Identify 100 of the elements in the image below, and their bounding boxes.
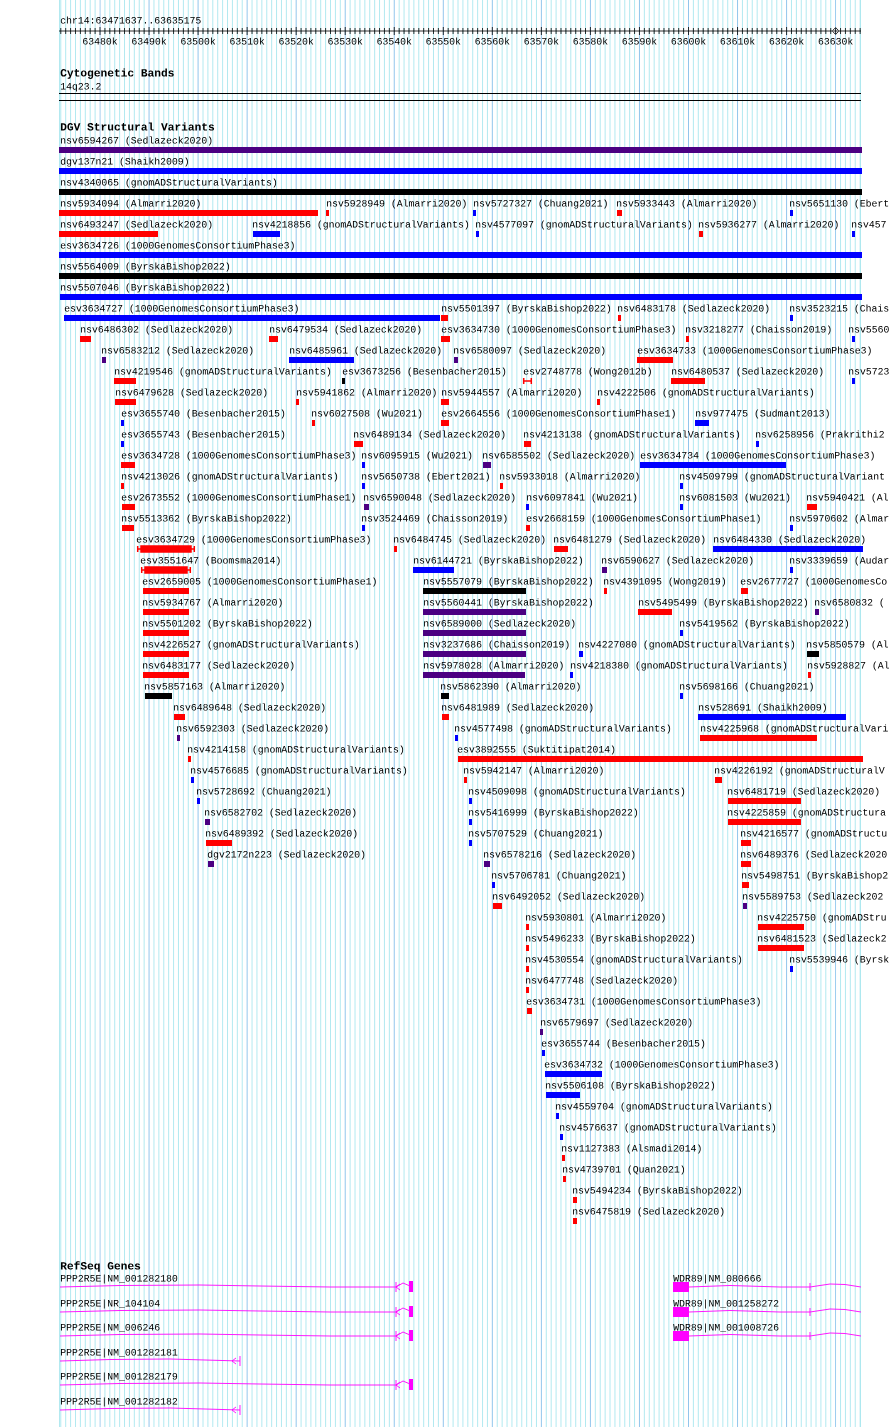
feature-label: nsv6585502 (Sedlazeck2020) [483,451,634,461]
feature-label: nsv6493247 (Sedlazeck2020) [61,220,212,230]
feature-label: nsv6477748 (Sedlazeck2020) [526,976,677,986]
feature-label: nsv6594267 (Sedlazeck2020) [61,136,212,146]
feature-label: nsv528691 (Shaikh2009) [699,703,826,713]
feature-label: nsv457 [852,221,886,228]
tick-label: 63520k [279,37,314,45]
feature-label: nsv4213026 (gnomADStructuralVariants) [122,472,338,482]
feature-label: nsv6590048 (Sedlazeck2020) [364,493,515,503]
gene-label: PPP2R5E|NM_001282179 [60,1372,178,1382]
feature-label: esv3634733 (1000GenomesConsortiumPhase3) [637,346,871,356]
feature-label: nsv6481523 (Sedlazeck2 [758,934,886,944]
feature-label: nsv1127383 (Alsmadi2014) [562,1144,701,1154]
feature-label: nsv5850579 (Al [807,640,888,650]
feature-label: nsv6483178 (Sedlazeck2020) [618,304,769,314]
feature-label: nsv5416999 (ByrskaBishop2022) [469,808,638,818]
feature-label: esv3551647 (Boomsma2014) [140,556,280,566]
feature-label: nsv4509098 (gnomADStructuralVariants) [469,787,685,797]
feature-label: nsv6483177 (Sedlazeck2020) [143,661,294,671]
coordinate-label: chr14:63471637..63635175 [60,16,201,24]
feature-label: nsv5494234 (ByrskaBishop2022) [573,1186,742,1196]
gene-label: WDR89|NM_001258272 [673,1299,779,1309]
feature-label: nsv6579697 (Sedlazeck2020) [541,1018,692,1028]
feature-label: nsv5560441 (ByrskaBishop2022) [424,598,593,608]
feature-label: nsv4222506 (gnomADStructuralVariants) [598,388,814,398]
feature-label: nsv4219546 (gnomADStructuralVariants) [115,367,331,377]
feature-label: esv3892555 (Suktitipat2014) [457,745,615,755]
feature-label: nsv6481989 (Sedlazeck2020) [442,703,593,713]
track-title: Cytogenetic Bands [60,68,174,79]
feature-label: nsv5928949 (Almarri2020) [327,199,466,209]
feature-label: nsv6486302 (Sedlazeck2020) [81,325,232,335]
feature-label: nsv4226192 (gnomADStructuralV [715,766,885,776]
feature-label: nsv5419562 (ByrskaBishop2022) [680,619,849,629]
feature-label: nsv6484745 (Sedlazeck2020) [394,535,545,545]
tick-label: 63490k [132,37,167,45]
feature-label: esv2677727 (1000GenomesCo [740,577,887,587]
feature-label: nsv4391095 (Wong2019) [604,577,726,587]
gene-label: PPP2R5E|NM_006246 [60,1323,160,1333]
feature-label: nsv4576637 (gnomADStructuralVariants) [560,1123,776,1133]
tick-label: 63530k [328,37,363,45]
feature-label: nsv5934767 (Almarri2020) [143,598,282,608]
feature-label: nsv5930801 (Almarri2020) [526,913,665,923]
feature-label: nsv5727327 (Chuang2021) [474,199,607,209]
feature-label: nsv4216577 (gnomADStructu [741,829,887,839]
feature-label: nsv6144721 (ByrskaBishop2022) [414,556,583,566]
feature-label: nsv5862390 (Almarri2020) [441,682,580,692]
feature-label: nsv5564009 (ByrskaBishop2022) [61,262,230,272]
feature-label: nsv5970602 (Almar [790,514,889,524]
feature-label: nsv5928827 (Al [808,661,889,671]
gene-label: PPP2R5E|NR_104104 [60,1299,160,1309]
feature-label: nsv4225859 (gnomADStructura [728,808,886,818]
feature-label: nsv5506108 (ByrskaBishop2022) [546,1081,715,1091]
feature-label: nsv5496233 (ByrskaBishop2022) [526,934,695,944]
feature-label: nsv6484330 (Sedlazeck2020) [714,535,865,545]
feature-label: nsv4340065 (gnomADStructuralVariants) [61,178,277,188]
feature-label: nsv4227080 (gnomADStructuralVariants) [579,640,795,650]
feature-label: nsv6492052 (Sedlazeck2020) [493,892,644,902]
feature-label: nsv6258956 (Prakrithi2 [756,430,884,440]
gene-label: PPP2R5E|NM_001282180 [60,1274,178,1284]
feature-label: nsv6081503 (Wu2021) [680,493,790,503]
feature-label: esv2673552 (1000GenomesConsortiumPhase1) [121,493,355,503]
feature-label: nsv6479534 (Sedlazeck2020) [270,325,421,335]
feature-label: nsv5539946 (Byrsk [790,955,889,965]
feature-label: nsv6481719 (Sedlazeck2020) [728,787,879,797]
feature-label: nsv6475819 (Sedlazeck2020) [573,1207,724,1217]
tick-label: 63480k [83,37,118,45]
tick-label: 63600k [671,37,706,45]
feature-label: esv3634728 (1000GenomesConsortiumPhase3) [121,451,355,461]
feature-label: esv3634732 (1000GenomesConsortiumPhase3) [544,1060,778,1070]
feature-label: nsv5498751 (ByrskaBishop2 [742,871,888,881]
feature-label: nsv6479628 (Sedlazeck2020) [116,388,267,398]
feature-label: nsv6097841 (Wu2021) [527,493,637,503]
feature-label: nsv5933443 (Almarri2020) [617,199,756,209]
feature-label: nsv5698166 (Chuang2021) [680,682,813,692]
feature-label: nsv4225750 (gnomADStru [758,913,886,923]
tick-label: 63550k [426,37,461,45]
feature-label: nsv5589753 (Sedlazeck202 [743,892,883,902]
feature-label: nsv4214158 (gnomADStructuralVariants) [188,745,404,755]
feature-label: nsv5940421 (Al [807,493,888,503]
gene-label: PPP2R5E|NM_001282181 [60,1348,178,1358]
feature-label: esv3634729 (1000GenomesConsortiumPhase3) [136,535,370,545]
feature-label: nsv6489392 (Sedlazeck2020) [206,829,357,839]
feature-label: nsv5933018 (Almarri2020) [500,472,639,482]
feature-label: nsv4530554 (gnomADStructuralVariants) [526,955,742,965]
feature-label: esv2659005 (1000GenomesConsortiumPhase1) [142,577,376,587]
feature-label: nsv3523215 (Chais [790,304,889,314]
gene-label: PPP2R5E|NM_001282182 [60,1397,178,1407]
gene-label: WDR89|NM_080666 [673,1274,761,1284]
feature-label: nsv6489648 (Sedlazeck2020) [174,703,325,713]
tick-label: 63570k [524,37,559,45]
tick-label: 63500k [181,37,216,45]
feature-label: nsv5513362 (ByrskaBishop2022) [122,514,291,524]
tick-label: 63590k [622,37,657,45]
feature-label: nsv4218380 (gnomADStructuralVariants) [571,661,787,671]
feature-label: nsv5501397 (ByrskaBishop2022) [442,304,611,314]
feature-label: nsv4225968 (gnomADStructuralVari [701,724,888,734]
feature-label: nsv5942147 (Almarri2020) [464,766,603,776]
feature-label: esv2748778 (Wong2012b) [523,367,651,377]
feature-label: nsv4577097 (gnomADStructuralVariants) [476,220,692,230]
tick-label: 63630k [818,37,853,45]
